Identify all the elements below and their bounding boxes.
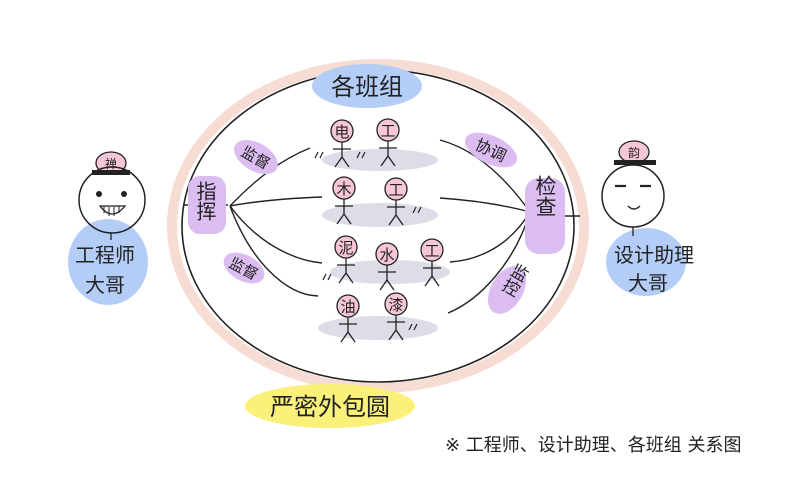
worker-label: 泥 [338, 239, 353, 257]
bottom-label-bubble [245, 384, 415, 428]
person-name: 大哥 [628, 271, 668, 295]
worker-figure: 电 [330, 119, 354, 168]
row-shadow-2 [322, 203, 438, 227]
worker-figure: 工 [384, 177, 408, 226]
hat-label: 韵 [628, 145, 640, 160]
eye-icon [96, 191, 102, 197]
worker-figure: 泥 [334, 235, 358, 284]
relation-bubble [525, 178, 565, 254]
worker-figure: 木 [332, 176, 356, 225]
row-shadow-1 [322, 149, 438, 171]
worker-label: 漆 [388, 296, 403, 314]
teams-label-bubble [312, 64, 422, 108]
worker-label: 木 [336, 180, 351, 198]
worker-figure: 水 [375, 242, 399, 291]
person-name: 大哥 [85, 273, 125, 297]
row-shadow-4 [318, 316, 438, 340]
right-connectors [439, 139, 580, 314]
worker-label: 工 [388, 181, 403, 199]
eye-icon [121, 191, 127, 197]
relation-bubble [188, 176, 226, 234]
relation-bubble [234, 139, 278, 175]
relation-bubble [464, 132, 518, 168]
mouth-icon [627, 205, 641, 210]
worker-label: 电 [334, 123, 349, 141]
worker-label: 油 [340, 298, 355, 316]
worker-figure: 油 [336, 294, 360, 343]
engineer-figure: 禅 工程师 大哥 [68, 151, 148, 305]
worker-figure: 漆 [384, 292, 408, 341]
caption: ※ 工程师、设计助理、各班组 关系图 [445, 435, 742, 456]
hat-label: 禅 [105, 157, 117, 171]
worker-figure: 工 [376, 118, 400, 167]
relation-bubble [223, 252, 265, 284]
relation-bubble [488, 266, 526, 314]
person-name: 工程师 [75, 243, 135, 267]
bottom-label: 严密外包圆 [270, 393, 390, 421]
face [78, 166, 146, 234]
face [601, 164, 665, 228]
person-name: 设计助理 [614, 243, 694, 267]
worker-label: 工 [380, 122, 395, 140]
teams-label: 各班组 [331, 73, 403, 101]
motion-marks [314, 151, 422, 331]
worker-figure: 工 [420, 238, 444, 287]
person-name-bubble [68, 219, 148, 305]
relation-label-right-middle: 检查 [533, 175, 557, 217]
design-assistant-figure: 韵 设计助理 大哥 [601, 140, 694, 296]
relation-label-left-middle: 指挥 [193, 181, 217, 221]
worker-label: 工 [424, 242, 439, 260]
person-name-bubble [606, 228, 686, 296]
worker-label: 水 [379, 246, 394, 264]
